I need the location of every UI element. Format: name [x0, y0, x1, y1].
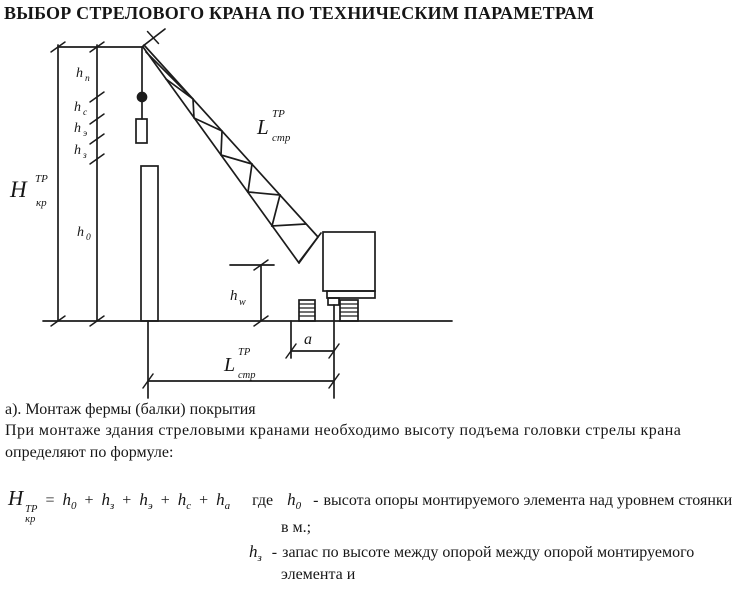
hinge-height-label: h w: [230, 288, 246, 308]
svg-text:стр: стр: [238, 370, 256, 381]
crane-body: [298, 231, 376, 399]
definition-2-term: hз: [249, 542, 262, 564]
definition-1-continuation: в м.;: [281, 519, 312, 536]
paragraph-line-2: определяют по формуле:: [5, 444, 174, 461]
left-crawler-track: [298, 299, 316, 322]
hook-and-load: [135, 46, 148, 144]
svg-text:ТР: ТР: [272, 108, 285, 120]
where-word: где: [252, 492, 274, 509]
svg-text:w: w: [239, 297, 246, 308]
document-title: ВЫБОР СТРЕЛОВОГО КРАНА ПО ТЕХНИЧЕСКИМ ПА…: [4, 3, 595, 23]
hinge-height-dimension: [229, 264, 275, 322]
segment-label-hz: h з: [74, 143, 87, 161]
equals-sign: =: [45, 492, 55, 509]
lifted-element: [135, 118, 148, 144]
svg-text:кр: кр: [36, 197, 47, 209]
offset-a-label: a: [304, 331, 312, 348]
segment-label-h0: h 0: [77, 225, 91, 243]
formula-term-hz: hз: [101, 490, 115, 512]
svg-text:h: h: [76, 66, 83, 81]
right-crawler-track: [339, 299, 359, 322]
boom-lattice: [165, 78, 307, 227]
definition-1-term: h0: [287, 490, 302, 512]
svg-text:h: h: [74, 100, 81, 115]
formula-term-h0: h0: [62, 490, 77, 512]
segment-label-hp: h п: [76, 66, 90, 84]
svg-text:стр: стр: [272, 132, 291, 144]
plus-sign: +: [84, 492, 94, 509]
boom-length-label: L ТР стр: [256, 108, 291, 144]
svg-text:п: п: [85, 74, 90, 84]
building-column: [140, 165, 159, 322]
svg-text:h: h: [77, 225, 84, 240]
boom-upper-chord: [143, 44, 319, 238]
crane-cab: [322, 231, 376, 292]
plus-sign: +: [199, 492, 209, 509]
track-hatching: [298, 303, 359, 317]
svg-text:ТР: ТР: [238, 347, 251, 358]
diagram-labels: H ТР кр h п h с h э h з h 0: [9, 66, 312, 381]
section-item-label: а). Монтаж фермы (балки) покрытия: [5, 401, 256, 418]
formula-term-hc: hс: [177, 490, 192, 512]
svg-text:ТР: ТР: [35, 173, 48, 185]
svg-text:L: L: [223, 354, 235, 376]
svg-text:h: h: [74, 121, 81, 136]
svg-text:L: L: [256, 115, 269, 139]
axle-box: [327, 297, 340, 306]
pulley-dot: [136, 91, 148, 103]
boom: [142, 28, 319, 264]
crane-selection-diagram: H ТР кр h п h с h э h з h 0: [9, 28, 453, 399]
crane-height-label: H ТР кр: [9, 173, 48, 209]
boom-length-dim-label: L ТР стр: [223, 347, 256, 381]
height-dimension-lines: [57, 44, 144, 322]
definition-2-continuation: элемента и: [281, 566, 356, 583]
dimension-ticks: [50, 30, 340, 389]
svg-text:з: з: [82, 151, 87, 161]
svg-text:э: э: [83, 129, 87, 139]
svg-text:с: с: [83, 108, 88, 118]
paragraph-line-1: При монтаже здания стреловыми кранами не…: [5, 422, 682, 439]
segment-label-he: h э: [74, 121, 87, 139]
svg-text:h: h: [230, 288, 238, 304]
formula-term-he: hэ: [139, 490, 153, 512]
definition-1-text: -высота опоры монтируемого элемента над …: [313, 492, 733, 509]
svg-text:H: H: [9, 177, 28, 202]
svg-text:0: 0: [86, 233, 91, 243]
plus-sign: +: [122, 492, 132, 509]
chassis-plate: [326, 290, 376, 299]
formula-term-ha: hа: [216, 490, 231, 512]
definition-2-text: -запас по высоте между опорой между опор…: [271, 544, 695, 561]
plus-sign: +: [160, 492, 170, 509]
segment-label-hc: h с: [74, 100, 88, 118]
bottom-dimension-lines: [147, 320, 335, 399]
svg-text:h: h: [74, 143, 81, 158]
definition-2-line: hз -запас по высоте между опорой между о…: [249, 542, 695, 564]
